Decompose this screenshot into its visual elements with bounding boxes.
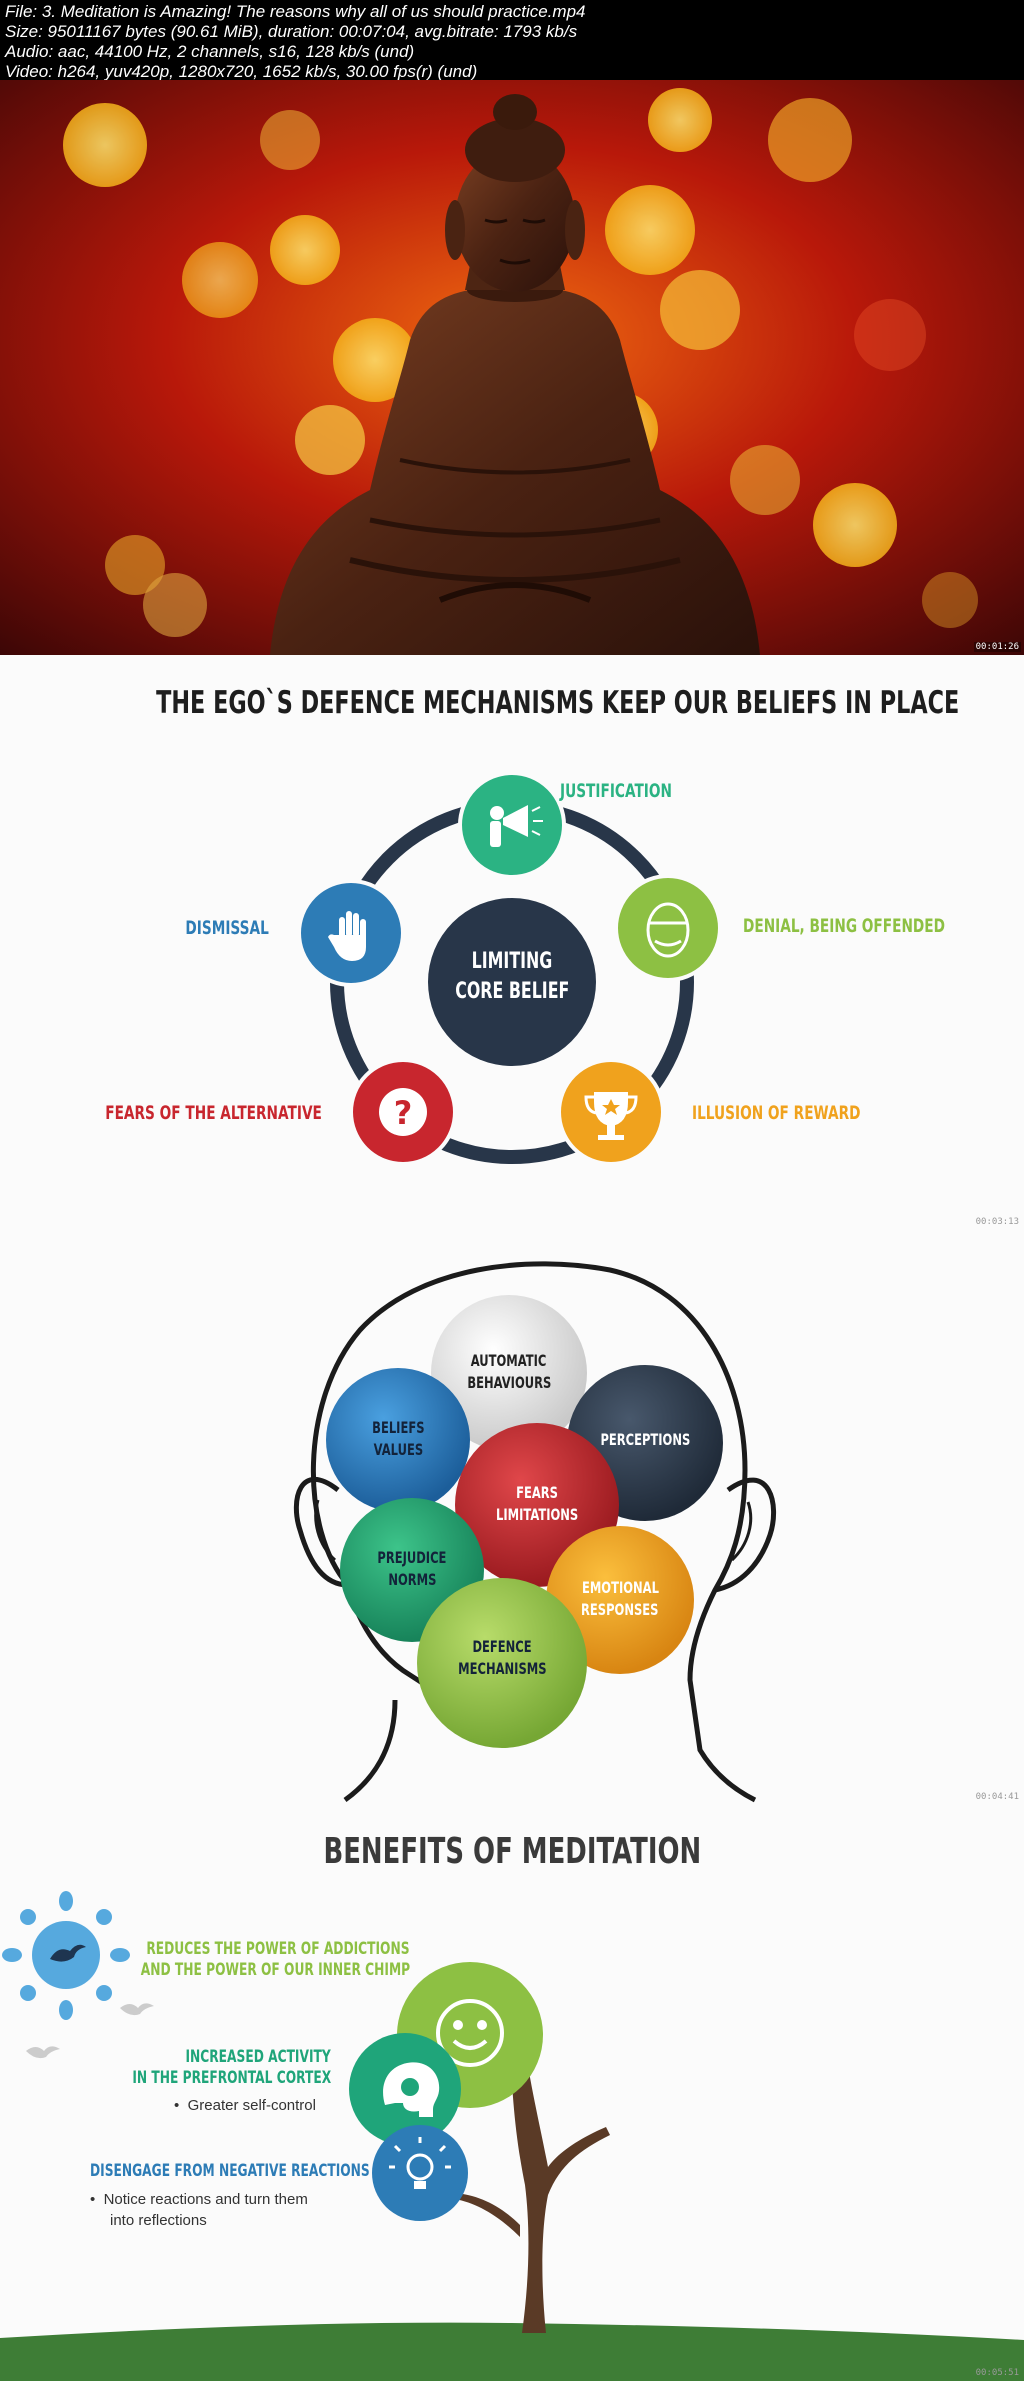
slide-title: THE EGO`S DEFENCE MECHANISMS KEEP OUR BE… [156, 685, 960, 721]
slide-title: BENEFITS OF MEDITATION [323, 1831, 701, 1872]
automatic-behaviours-bubble [431, 1295, 587, 1451]
justification-label: JUSTIFICATION [560, 780, 672, 802]
frame-head-beliefs: AUTOMATIC BEHAVIOURS BELIEFS VALUES PERC… [0, 1230, 1024, 1805]
buddha-scene [0, 80, 1024, 655]
svg-text:?: ? [394, 1094, 413, 1132]
frame-buddha: 00:01:26 [0, 80, 1024, 655]
question-icon: ? [379, 1088, 427, 1136]
head-diagram [293, 1261, 777, 1803]
automatic-behaviours-label: AUTOMATIC BEHAVIOURS [467, 1351, 551, 1392]
video-info-header: File: 3. Meditation is Amazing! The reas… [0, 0, 1024, 81]
size-line: Size: 95011167 bytes (90.61 MiB), durati… [5, 22, 578, 41]
file-line: File: 3. Meditation is Amazing! The reas… [5, 2, 586, 21]
dismissal-label: DISMISSAL [185, 917, 269, 939]
bird-icon [26, 2046, 60, 2059]
core-belief-label: LIMITING CORE BELIEF [454, 949, 570, 1004]
frame-ego-defence: THE EGO`S DEFENCE MECHANISMS KEEP OUR BE… [0, 655, 1024, 1230]
bullet-into-reflections: into reflections [110, 2212, 207, 2229]
emotional-responses-bubble [546, 1526, 694, 1674]
fears-limitations-label: FEARS LIMITATIONS [495, 1483, 579, 1524]
video-line: Video: h264, yuv420p, 1280x720, 1652 kb/… [5, 62, 478, 81]
trophy-icon [584, 1092, 638, 1140]
timestamp: 00:04:41 [975, 1792, 1019, 1802]
timestamp: 00:03:13 [975, 1217, 1019, 1227]
fears-label: FEARS OF THE ALTERNATIVE [105, 1102, 322, 1124]
mask-icon [646, 902, 690, 958]
megaphone-icon [490, 805, 543, 847]
illusion-label: ILLUSION OF REWARD [692, 1102, 861, 1124]
timestamp: 00:05:51 [975, 2368, 1019, 2378]
lightbulb-icon [389, 2137, 451, 2189]
defence-mechanisms-bubble [417, 1578, 587, 1748]
frame-benefits: BENEFITS OF MEDITATION [0, 1805, 1024, 2381]
benefit-negative-reactions: DISENGAGE FROM NEGATIVE REACTIONS [90, 2161, 370, 2181]
hand-icon [328, 911, 366, 961]
perceptions-label: PERCEPTIONS [600, 1430, 690, 1449]
defence-cycle-diagram: ? [297, 771, 722, 1166]
beliefs-values-bubble [326, 1368, 470, 1512]
timestamp: 00:01:26 [973, 642, 1021, 652]
emotional-responses-label: EMOTIONAL RESPONSES [581, 1578, 659, 1619]
benefit-prefrontal-line1: INCREASED ACTIVITY [185, 2047, 331, 2067]
benefits-tree-diagram [0, 1891, 1024, 2381]
bird-icon [120, 2003, 154, 2016]
beliefs-values-label: BELIEFS VALUES [371, 1418, 425, 1459]
audio-line: Audio: aac, 44100 Hz, 2 channels, s16, 1… [5, 42, 415, 61]
brain-head-icon [383, 2062, 440, 2117]
benefit-addictions-line2: AND THE POWER OF OUR INNER CHIMP [140, 1960, 410, 1980]
denial-label: DENIAL, BEING OFFENDED [743, 915, 945, 937]
defence-mechanisms-label: DEFENCE MECHANISMS [457, 1637, 547, 1678]
benefit-addictions-line1: REDUCES THE POWER OF ADDICTIONS [146, 1939, 410, 1959]
bullet-notice-reactions: • Notice reactions and turn them [90, 2191, 308, 2208]
prejudice-norms-label: PREJUDICE NORMS [377, 1548, 447, 1589]
denial-circle [614, 874, 722, 982]
core-belief-circle [428, 898, 596, 1066]
sun-icon [2, 1891, 130, 2020]
smiley-icon [436, 1999, 504, 2067]
benefit-prefrontal-line2: IN THE PREFRONTAL CORTEX [132, 2068, 331, 2088]
bullet-self-control: • Greater self-control [174, 2097, 316, 2114]
